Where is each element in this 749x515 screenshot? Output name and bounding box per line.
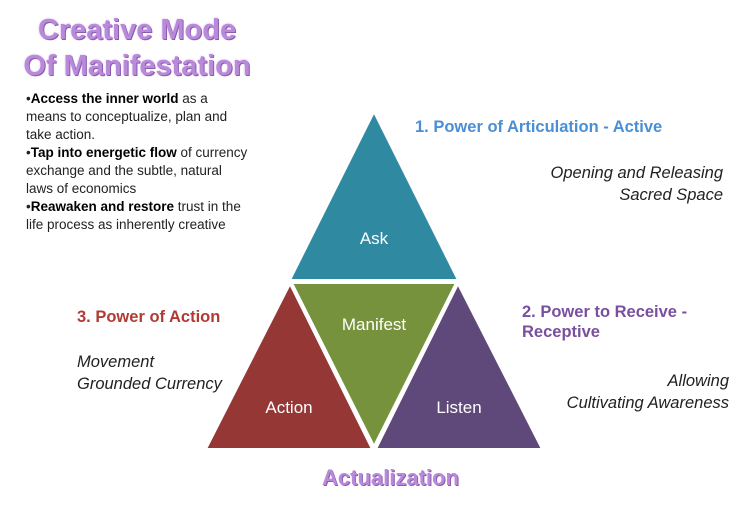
bullet-list: •Access the inner world as a means to co… [26,90,251,234]
footer-actualization: Actualization [322,465,459,490]
heading-action: 3. Power of Action [77,308,221,326]
label-ask: Ask [360,229,389,248]
bullet-item: •Reawaken and restore trust in the life … [26,199,241,232]
subtext-articulation: Opening and Releasing Sacred Space [551,162,723,206]
bullet-bold: Access the inner world [30,91,179,106]
bullet-text: trust in the life process as inherently … [26,199,241,232]
subtext-action: Movement Grounded Currency [77,351,222,395]
heading-articulation: 1. Power of Articulation - Active [415,118,663,136]
bullet-text: of currency exchange and the subtle, nat… [26,145,248,196]
bullet-item: •Access the inner world as a means to co… [26,91,228,142]
triangle-listen [374,281,544,450]
subtext-line: Movement [77,353,155,371]
bullet-bold: Tap into energetic flow [30,145,177,160]
subtext-line: Opening and Releasing [550,164,723,182]
heading-receive: 2. Power to Receive - Receptive [522,303,688,341]
bullet-text: as a means to conceptualize, plan and ta… [26,91,228,142]
subtext-receive: Allowing Cultivating Awareness [567,370,729,414]
label-manifest: Manifest [342,315,407,334]
title-line-2: Of Manifestation [23,50,251,82]
title-line-1: Creative Mode [37,14,237,46]
label-listen: Listen [436,398,481,417]
triangle-manifest [290,282,458,449]
subtext-line: Allowing [667,372,729,390]
triangle-action [204,281,374,450]
subtext-line: Cultivating Awareness [566,394,729,412]
label-action: Action [265,398,312,417]
subtext-line: Sacred Space [619,186,723,204]
diagram-title: Creative Mode Of Manifestation [22,12,252,84]
subtext-line: Grounded Currency [77,375,222,393]
bullet-item: •Tap into energetic flow of currency exc… [26,145,248,196]
bullet-bold: Reawaken and restore [30,199,175,214]
triangle-ask [288,109,460,281]
